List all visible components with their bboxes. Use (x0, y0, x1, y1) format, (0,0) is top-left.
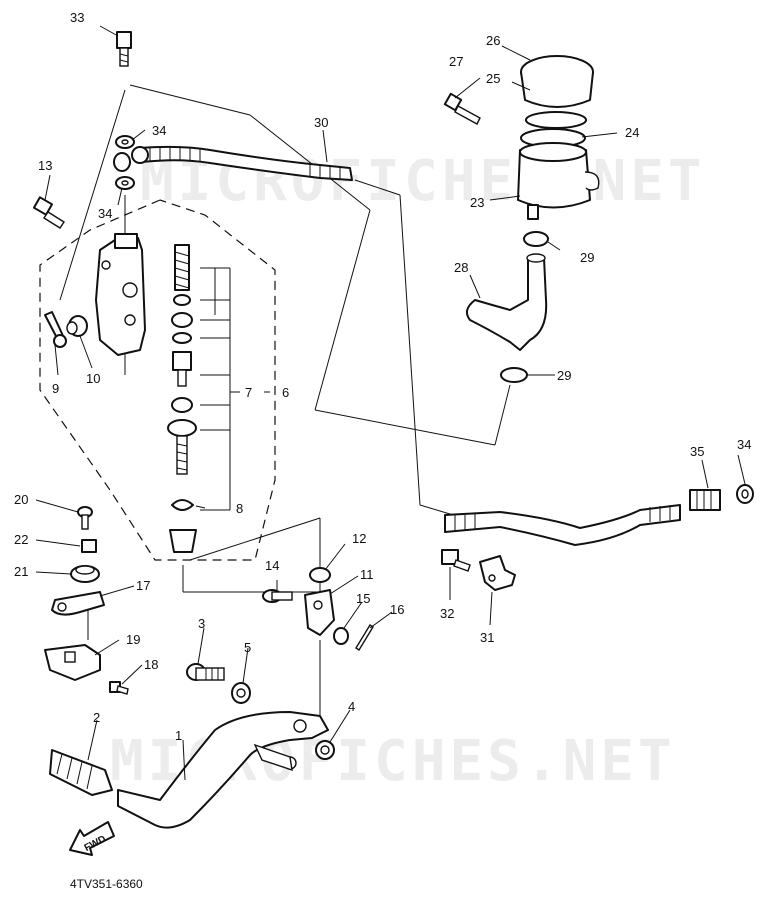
part-34-washers (113, 135, 135, 190)
callout-35: 35 (690, 444, 704, 459)
part-18-screw (109, 681, 129, 695)
callout-4: 4 (348, 699, 355, 714)
callout-8: 8 (236, 501, 243, 516)
callout-26: 26 (486, 33, 500, 48)
callout-30: 30 (314, 115, 328, 130)
callout-numbers: 33 34 34 13 9 10 7 6 8 30 27 26 25 24 23… (14, 10, 751, 743)
callout-33: 33 (70, 10, 84, 25)
part-16-cotter-pin (355, 624, 374, 651)
callout-34-lower: 34 (98, 206, 112, 221)
part-22-collar (81, 539, 97, 553)
callout-32: 32 (440, 606, 454, 621)
boot (169, 529, 197, 553)
callout-29-upper: 29 (580, 250, 594, 265)
callout-10: 10 (86, 371, 100, 386)
part-2-pedal-rubber (49, 749, 113, 796)
callout-25: 25 (486, 71, 500, 86)
callout-31: 31 (480, 630, 494, 645)
assembly-boundary (39, 199, 276, 561)
reference-code: 4TV351-6360 (70, 877, 143, 891)
callout-2: 2 (93, 710, 100, 725)
callout-7: 7 (245, 385, 252, 400)
part-7-piston-kit (167, 244, 197, 475)
part-27-screw (443, 92, 481, 125)
part-19-switch (44, 644, 101, 681)
callout-19: 19 (126, 632, 140, 647)
callout-22: 22 (14, 532, 28, 547)
part-1-brake-pedal (117, 711, 329, 829)
part-4-nut (315, 740, 335, 760)
part-31-bracket (479, 555, 516, 591)
master-cylinder-body (95, 233, 146, 356)
callout-27: 27 (449, 54, 463, 69)
part-33-bolt (116, 31, 132, 67)
part-9-bleeder (44, 311, 67, 348)
callout-6: 6 (282, 385, 289, 400)
part-13-screw (32, 196, 65, 229)
callout-18: 18 (144, 657, 158, 672)
callout-34-upper: 34 (152, 123, 166, 138)
callout-3: 3 (198, 616, 205, 631)
part-32-bolt (441, 549, 471, 572)
part-14-pin (262, 589, 293, 603)
callout-14: 14 (265, 558, 279, 573)
part-3-pivot-bolt (186, 663, 225, 681)
part-11-clevis (304, 589, 335, 636)
callout-9: 9 (52, 381, 59, 396)
callout-24: 24 (625, 125, 639, 140)
callout-17: 17 (136, 578, 150, 593)
part-35-adapter (689, 489, 721, 511)
callout-1: 1 (175, 728, 182, 743)
callout-34-right: 34 (737, 437, 751, 452)
part-20-screw (77, 506, 93, 530)
part-21-grommet (70, 565, 100, 583)
part-26-reservoir-cap (520, 55, 594, 108)
part-15-washer (333, 627, 349, 645)
part-25-diaphragm (525, 111, 587, 129)
lower-brake-hose (444, 504, 681, 546)
callout-13: 13 (38, 158, 52, 173)
callout-21: 21 (14, 564, 28, 579)
fwd-arrow-icon: FWD (69, 821, 115, 856)
callout-16: 16 (390, 602, 404, 617)
callout-11: 11 (360, 567, 374, 582)
callout-15: 15 (356, 591, 370, 606)
part-28-reservoir-hose (465, 253, 548, 351)
part-29-clamp-upper (523, 231, 549, 247)
callout-23: 23 (470, 195, 484, 210)
part-34-washer-right (736, 484, 754, 504)
callout-leaders (35, 25, 746, 781)
callout-20: 20 (14, 492, 28, 507)
part-30-brake-hose (131, 145, 353, 181)
callout-12: 12 (352, 531, 366, 546)
part-12-nut (309, 567, 331, 583)
callout-28: 28 (454, 260, 468, 275)
part-8-circlip (171, 499, 194, 511)
callout-29-lower: 29 (557, 368, 571, 383)
part-10-bleeder-cap (66, 315, 88, 337)
part-5-washer (231, 682, 251, 704)
part-17-switch-spring (51, 591, 105, 616)
part-29-clamp-lower (500, 367, 528, 383)
part-23-reservoir-tank (517, 142, 600, 220)
callout-5: 5 (244, 640, 251, 655)
